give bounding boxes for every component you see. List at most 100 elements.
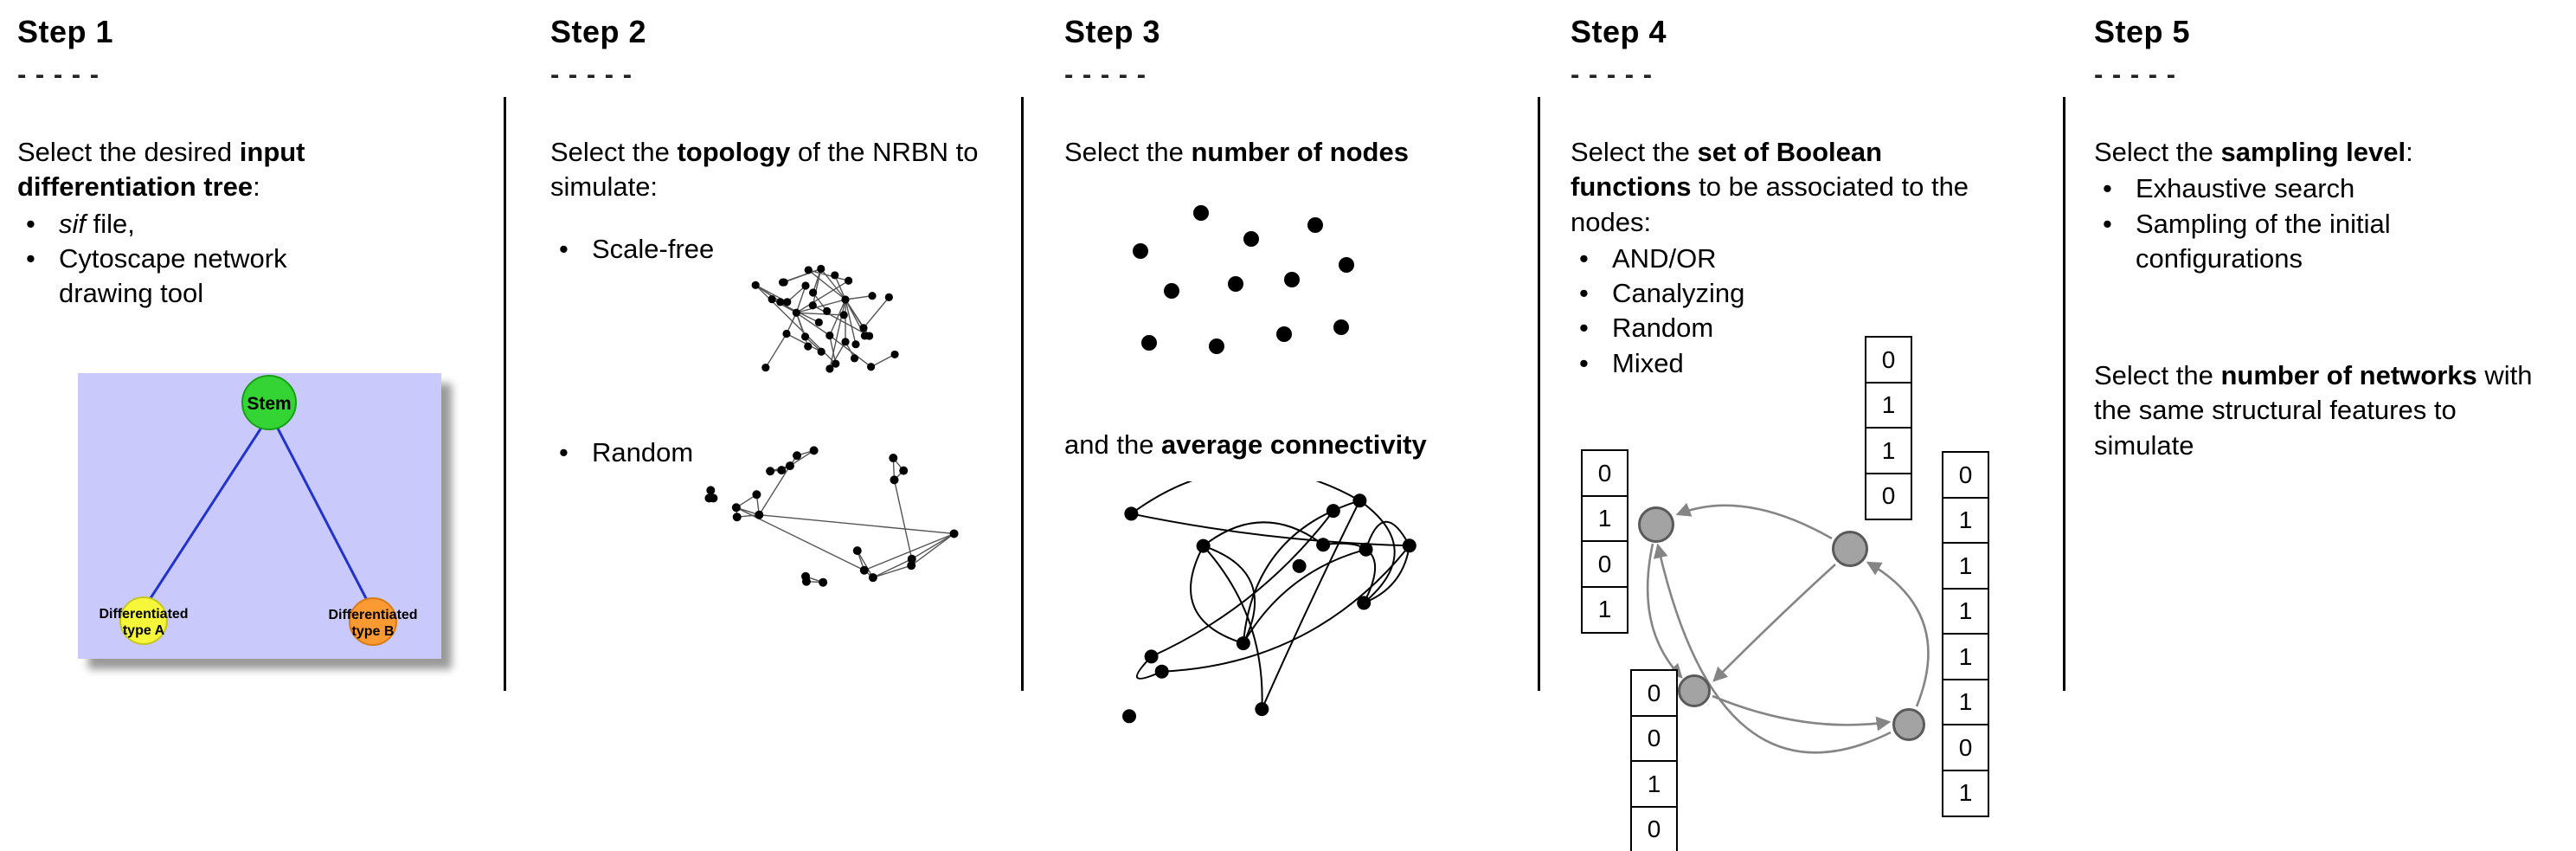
bullet-and-or-label: AND/OR — [1612, 242, 1717, 274]
bullet-and-or: • AND/OR — [1571, 242, 2060, 276]
bullet-exhaustive: • Exhaustive search — [2094, 171, 2553, 206]
type-a-label-line2: type A — [123, 623, 165, 638]
bullet-marker: • — [1579, 242, 1589, 274]
bullet-marker: • — [26, 242, 35, 274]
step-4-dashes: - - - - - — [1571, 59, 1654, 89]
step-1-title: Step 1 — [17, 14, 114, 49]
step-2-text-post: of the NRBN to simulate: — [550, 137, 979, 203]
step-5-text2-pre: Select the — [2094, 360, 2221, 391]
boolean-value-cell: 1 — [1581, 585, 1628, 634]
step-5-text2-post: with the same structural features to sim… — [2094, 360, 2533, 461]
boolean-value-cell: 1 — [1942, 542, 1989, 590]
step-4-text-pre: Select the — [1571, 137, 1698, 167]
tree-edge-b — [274, 424, 369, 603]
step-5-text-networks: Select the number of networks with the s… — [2094, 358, 2553, 463]
step-1-dashes: - - - - - — [17, 59, 100, 89]
step-5-text1-pre: Select the — [2094, 137, 2221, 167]
column-divider-3 — [1538, 97, 1540, 691]
boolean-value-cell: 1 — [1865, 381, 1912, 429]
bullet-random-fn: • Random — [1571, 311, 2060, 345]
connectivity-graph-graphic — [1122, 481, 1416, 724]
step-4-text-bold: set of Boolean functions — [1571, 137, 1883, 203]
step-3-text-connectivity: and the average connectivity — [1064, 428, 1427, 462]
type-b-label-line2: type B — [352, 624, 395, 639]
step-2-text-pre: Select the — [550, 137, 678, 167]
boolean-value-cell: 1 — [1942, 496, 1989, 545]
bullet-marker: • — [559, 437, 569, 467]
bullet-marker: • — [559, 234, 569, 264]
step-4-text: Select the set of Boolean functions to b… — [1571, 135, 1977, 240]
boolean-value-cell: 1 — [1942, 769, 1989, 817]
bullet-marker: • — [1579, 347, 1589, 378]
column-divider-4 — [2063, 97, 2065, 691]
sif-italic: sif — [59, 208, 86, 239]
differentiation-tree-graphic: Stem Differentiated type A Differentiate… — [78, 373, 441, 659]
step-2-column: Step 2 - - - - - Select the topology of … — [550, 14, 1018, 849]
edge-a-to-c — [1646, 543, 1683, 679]
step-5-column: Step 5 - - - - - Select the sampling lev… — [2094, 14, 2553, 849]
step-1-bullets: • sif file, • Cytoscape network drawing … — [17, 207, 385, 312]
boolean-value-cell: 1 — [1942, 678, 1989, 726]
step-2-dashes: - - - - - — [550, 59, 633, 89]
column-divider-1 — [504, 97, 506, 691]
edge-d-to-b — [1866, 561, 1930, 707]
step-3-text1-bold: number of nodes — [1191, 137, 1409, 167]
boolean-value-cell: 0 — [1581, 449, 1628, 497]
bullet-sampling: •Sampling of the initial configurations — [2094, 207, 2553, 277]
bullet-marker: • — [1579, 313, 1589, 344]
boolean-value-cell: 1 — [1942, 587, 1989, 635]
step-3-dashes: - - - - - — [1064, 59, 1147, 89]
step-4-text-post: to be associated to the nodes: — [1571, 171, 1969, 237]
step-1-column: Step 1 - - - - - Select the desired inpu… — [17, 14, 498, 849]
boolean-value-cell: 0 — [1942, 724, 1989, 771]
step-3-text-nodes: Select the number of nodes — [1064, 135, 1532, 170]
boolean-value-cell: 1 — [1942, 633, 1989, 680]
random-network-graphic — [704, 446, 959, 587]
step-3-text2-pre: and the — [1064, 429, 1162, 460]
edge-c-to-d — [1712, 694, 1892, 732]
stem-node — [241, 375, 297, 430]
step-3-column: Step 3 - - - - - Select the number of no… — [1064, 14, 1532, 849]
stem-node-label: Stem — [247, 394, 291, 414]
bullet-random-label: Random — [592, 437, 694, 467]
bullet-random-fn-label: Random — [1612, 313, 1714, 344]
step-3-title: Step 3 — [1064, 14, 1161, 49]
tree-edge-a — [147, 424, 265, 602]
step-5-text1-post: : — [2406, 137, 2413, 167]
bullet-sampling-label: Sampling of the initial configurations — [2136, 208, 2391, 274]
bullet-exhaustive-label: Exhaustive search — [2136, 173, 2355, 204]
edge-b-to-a — [1675, 502, 1833, 540]
scattered-nodes-graphic — [1133, 205, 1354, 354]
bullet-cytoscape: • Cytoscape network drawing tool — [17, 242, 385, 312]
bullet-random: • Random — [550, 435, 693, 470]
edge-b-to-c — [1712, 564, 1836, 682]
bullet-cytoscape-label: Cytoscape network drawing tool — [59, 242, 287, 309]
type-b-label-line1: Differentiated — [328, 608, 417, 622]
network-node-d — [1892, 708, 1925, 741]
bullet-canalyzing-label: Canalyzing — [1612, 278, 1745, 309]
bullet-scale-free-label: Scale-free — [592, 234, 715, 264]
network-node-c — [1678, 674, 1711, 707]
bullet-marker: • — [2103, 173, 2112, 204]
bullet-marker: • — [26, 208, 35, 239]
step-2-title: Step 2 — [550, 14, 647, 49]
step-1-text: Select the desired input differentiation… — [17, 135, 385, 205]
boolean-value-cell: 1 — [1630, 760, 1678, 808]
bullet-mixed: • Mixed — [1571, 346, 2060, 381]
boolean-value-cell: 0 — [1630, 669, 1678, 717]
boolean-value-cell: 0 — [1942, 451, 1989, 499]
bullet-sif-file-label: sif file, — [59, 207, 135, 242]
bullet-mixed-label: Mixed — [1612, 347, 1684, 378]
step-1-text-pre: Select the desired — [17, 137, 240, 167]
boolean-value-cell: 1 — [1865, 427, 1912, 474]
bullet-marker: • — [1579, 278, 1589, 309]
step-4-title: Step 4 — [1571, 14, 1667, 49]
step-4-column: Step 4 - - - - - Select the set of Boole… — [1571, 14, 2060, 851]
type-a-node — [119, 596, 168, 645]
step-5-title: Step 5 — [2094, 14, 2191, 49]
differentiation-tree-image: Stem Differentiated type A Differentiate… — [78, 373, 441, 659]
scale-free-network-graphic — [751, 264, 899, 373]
